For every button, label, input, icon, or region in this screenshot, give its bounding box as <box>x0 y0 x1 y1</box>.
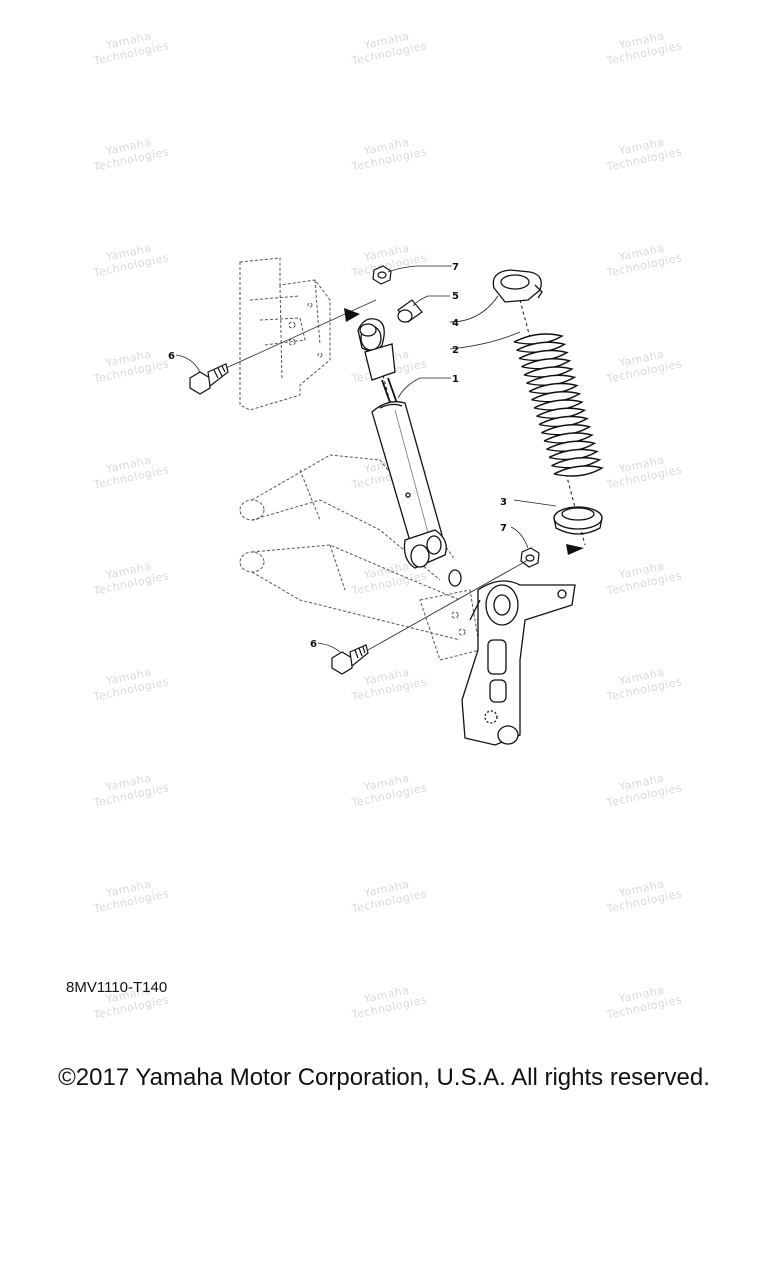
bushing <box>397 299 423 323</box>
spring-coil <box>516 341 567 353</box>
bolt-lower <box>331 644 369 675</box>
spring-coil <box>528 382 579 395</box>
bolt-upper <box>189 363 229 395</box>
a-arm <box>239 454 481 661</box>
coil-spring <box>513 299 604 546</box>
callout-5: 5 <box>452 291 459 302</box>
callout-1: 1 <box>452 374 459 385</box>
callout-7-lower: 7 <box>500 523 507 534</box>
spring-coil <box>526 374 577 386</box>
spring-coil <box>541 424 592 436</box>
spring-coil <box>543 432 594 444</box>
nut-upper <box>372 265 392 285</box>
spring-coil <box>521 358 572 370</box>
knuckle <box>448 569 576 746</box>
bolt-axis-upper <box>225 299 377 369</box>
direction-arrow-lower <box>566 544 584 555</box>
spring-seat <box>553 506 603 535</box>
callout-6-lower: 6 <box>310 639 317 650</box>
copyright-notice: ©2017 Yamaha Motor Corporation, U.S.A. A… <box>58 1064 710 1091</box>
spring-coil <box>531 391 582 403</box>
callout-6-upper: 6 <box>168 351 175 362</box>
spring-coil <box>548 448 599 461</box>
callout-4: 4 <box>452 318 459 329</box>
diagram-code: 8MV1110-T140 <box>66 979 168 996</box>
spring-coil <box>546 440 597 452</box>
spring-coil <box>551 457 602 469</box>
spring-retainer <box>492 269 543 303</box>
nut-lower <box>520 547 540 568</box>
spring-coil <box>536 407 587 419</box>
callout-3: 3 <box>500 497 507 508</box>
spring-coil <box>538 415 589 428</box>
direction-arrow-upper <box>344 308 360 322</box>
spring-coil <box>518 349 569 362</box>
callout-2: 2 <box>452 345 459 356</box>
frame-bracket <box>239 257 331 411</box>
spring-coil <box>553 465 604 477</box>
bolt-axis-lower <box>367 559 529 651</box>
callout-7-upper: 7 <box>452 262 459 273</box>
shock-absorber <box>357 318 447 569</box>
spring-coil <box>533 399 584 411</box>
spring-coil <box>523 366 574 378</box>
leader-lines <box>175 265 557 653</box>
spring-coil <box>513 333 564 345</box>
